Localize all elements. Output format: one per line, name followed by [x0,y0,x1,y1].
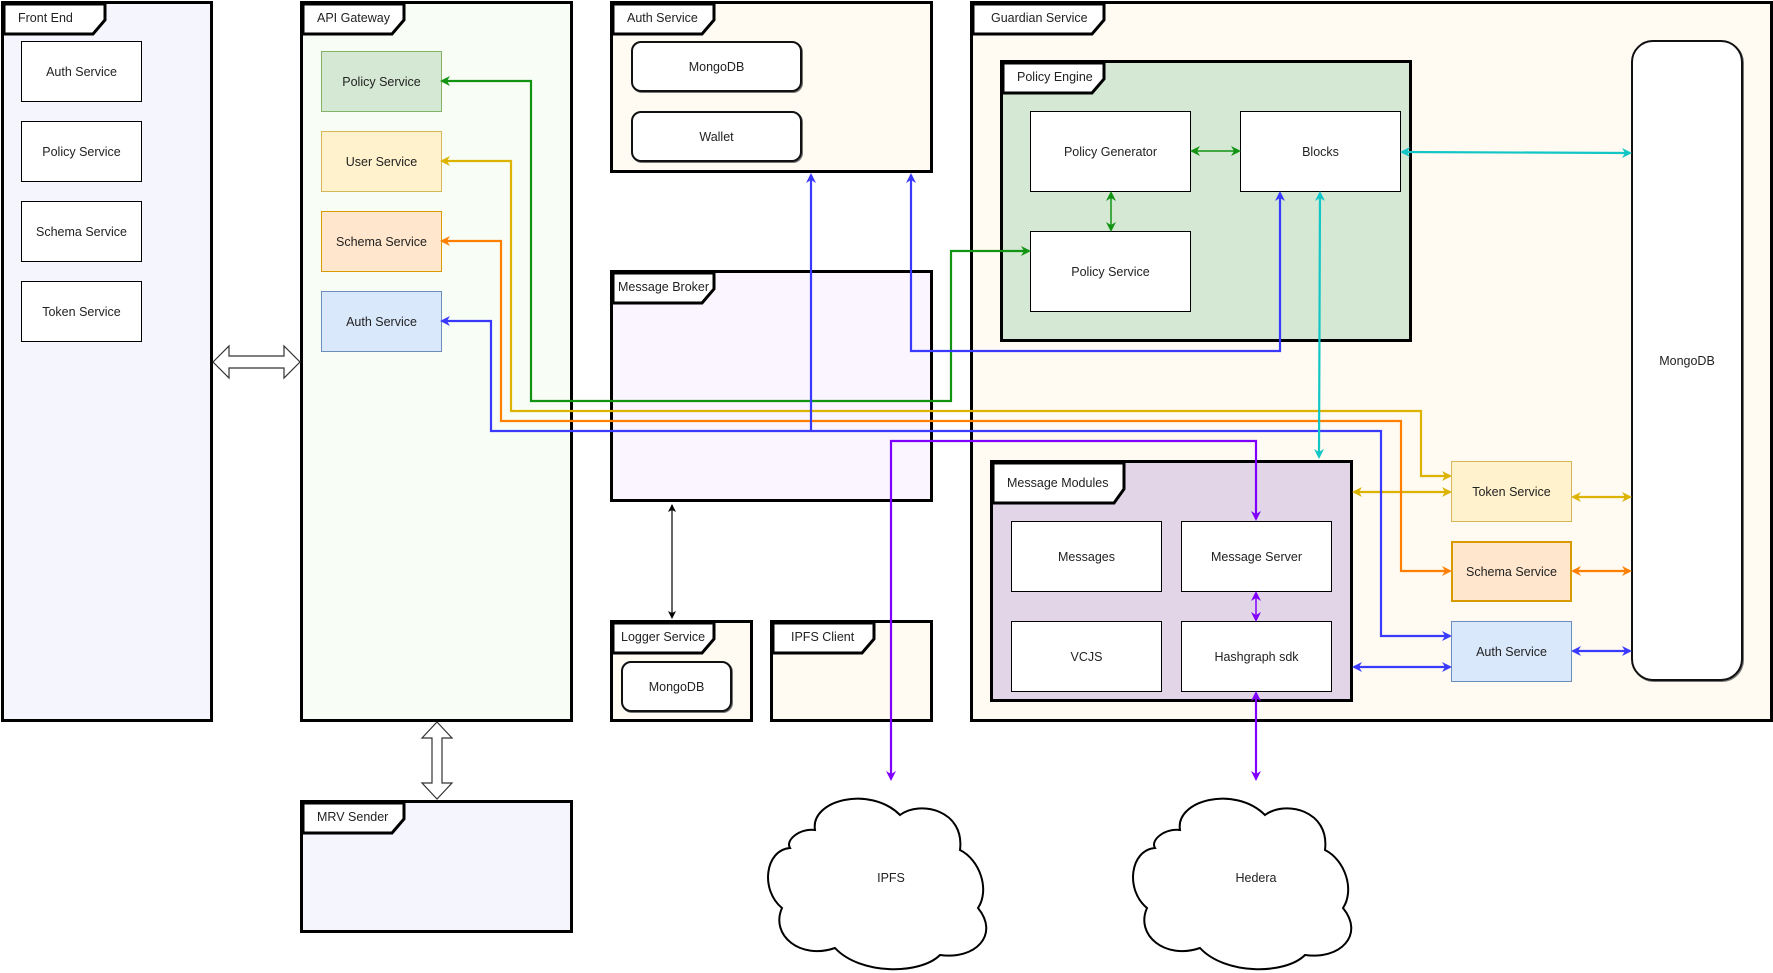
frontend-auth-service[interactable]: Auth Service [21,41,142,102]
auth-service-title: Auth Service [627,11,698,25]
hedera-cloud-label: Hedera [1235,871,1277,885]
frontend-policy-service[interactable]: Policy Service [21,121,142,182]
gateway-auth-service[interactable]: Auth Service [321,291,442,352]
logger-mongodb[interactable]: MongoDB [621,661,732,712]
gateway-user-service[interactable]: User Service [321,131,442,192]
ipfs-client-title: IPFS Client [791,630,855,644]
guardian-service-title: Guardian Service [991,11,1088,25]
front-end-container: Front End [1,1,213,722]
gateway-schema-service[interactable]: Schema Service [321,211,442,272]
mrv-sender-container: MRV Sender [300,800,573,933]
hashgraph-sdk[interactable]: Hashgraph sdk [1181,621,1332,692]
message-broker-title: Message Broker [618,280,710,294]
auth-wallet[interactable]: Wallet [631,111,802,162]
ipfs-client-container: IPFS Client [770,620,933,722]
blocks[interactable]: Blocks [1240,111,1401,192]
gateway-mrv-arrow [420,721,454,800]
message-broker-container: Message Broker [610,270,933,502]
ipfs-cloud-label: IPFS [877,871,905,885]
vcjs[interactable]: VCJS [1011,621,1162,692]
guardian-token-service[interactable]: Token Service [1451,461,1572,522]
api-gateway-title: API Gateway [317,11,390,25]
policy-engine-title: Policy Engine [1017,70,1093,84]
frontend-token-service[interactable]: Token Service [21,281,142,342]
guardian-mongodb[interactable]: MongoDB [1631,40,1743,681]
message-modules-title: Message Modules [1007,476,1109,490]
frontend-schema-service[interactable]: Schema Service [21,201,142,262]
gateway-policy-service[interactable]: Policy Service [321,51,442,112]
guardian-auth-service[interactable]: Auth Service [1451,621,1572,682]
logger-service-title: Logger Service [621,630,706,644]
guardian-schema-service[interactable]: Schema Service [1451,541,1572,602]
front-end-title: Front End [18,11,73,25]
auth-mongodb[interactable]: MongoDB [631,41,802,92]
policy-generator[interactable]: Policy Generator [1030,111,1191,192]
mrv-sender-title: MRV Sender [317,810,389,824]
frontend-gateway-arrow [212,344,301,380]
engine-policy-service[interactable]: Policy Service [1030,231,1191,312]
message-server[interactable]: Message Server [1181,521,1332,592]
messages[interactable]: Messages [1011,521,1162,592]
